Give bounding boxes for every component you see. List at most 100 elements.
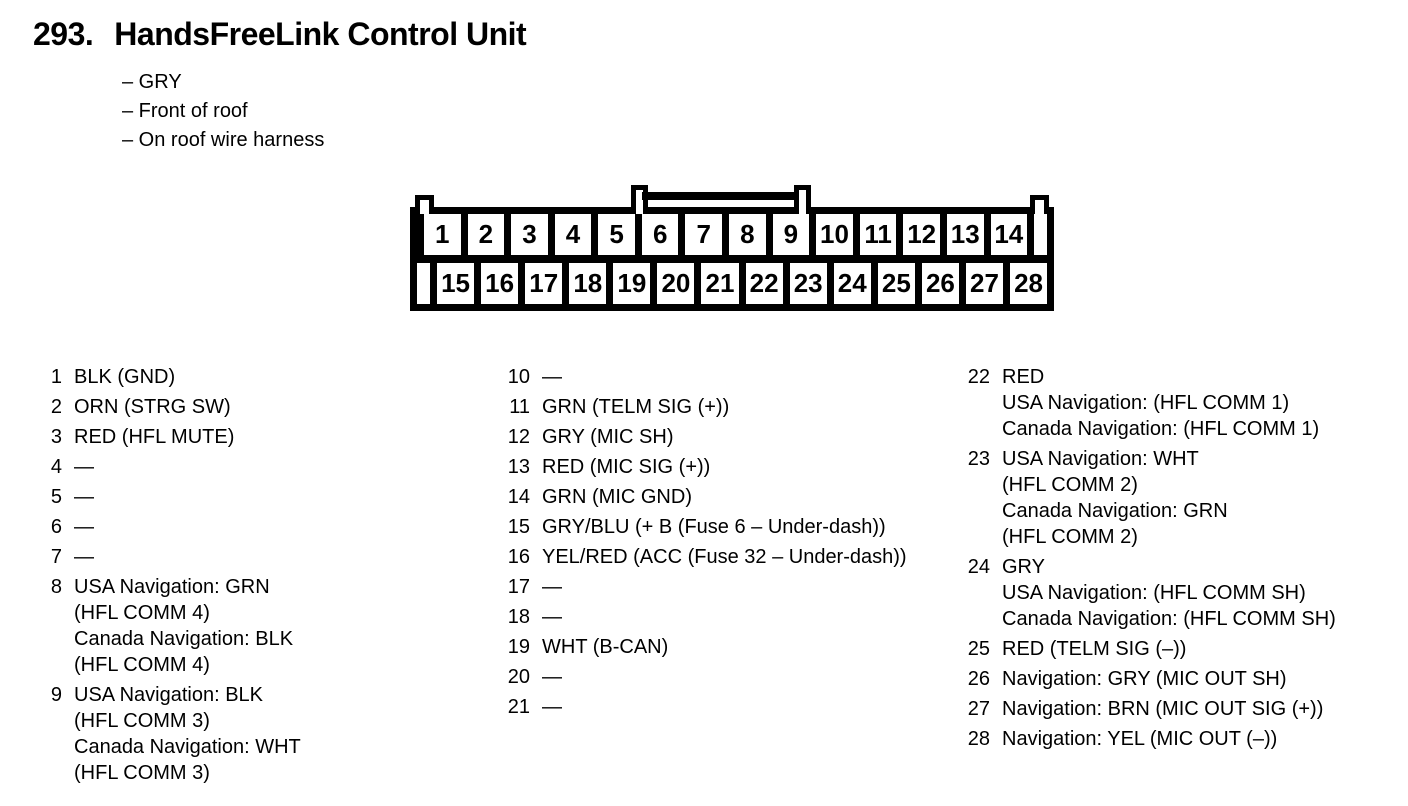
pin-number: 9 [50,684,62,706]
pin-entry-12: 12 GRY (MIC SH) [506,424,956,450]
pin-number: 3 [50,426,62,448]
pin-description-line: Canada Navigation: GRN [1002,500,1228,522]
pin-entry-6: 6— [48,514,488,540]
pin-description: — [74,544,94,570]
pin-entry-15: 15 GRY/BLU (+ B (Fuse 6 – Under-dash)) [506,514,956,540]
pin-description-line: — [542,606,562,628]
pin-description-line: Canada Navigation: (HFL COMM SH) [1002,608,1336,630]
pin-number: 12 [507,426,530,448]
connector-pin-25: 25 [877,263,915,304]
page-title: HandsFreeLink Control Unit [114,16,527,52]
pin-description-line: USA Navigation: (HFL COMM 1) [1002,392,1290,414]
pin-description-line: Canada Navigation: (HFL COMM 1) [1002,418,1320,440]
detail-location: – Front of roof [122,100,248,122]
connector-pin-2: 2 [467,214,505,255]
pin-description-line: Navigation: BRN (MIC OUT SIG (+)) [1002,698,1324,720]
pin-description: YEL/RED (ACC (Fuse 32 – Under-dash)) [542,544,907,570]
pin-description-line: BLK (GND) [74,366,176,388]
pin-entry-11: 11 GRN (TELM SIG (+)) [506,394,956,420]
pin-description: GRY/BLU (+ B (Fuse 6 – Under-dash)) [542,514,886,540]
pin-description-line: RED [1002,366,1045,388]
page-title-row: 293. HandsFreeLink Control Unit [33,16,527,53]
pin-number: 14 [507,486,530,508]
pin-entry-26: 26 Navigation: GRY (MIC OUT SH) [966,666,1406,692]
connector-pin-8: 8 [729,214,766,255]
pin-description: — [74,454,94,480]
pin-description: RED (MIC SIG (+)) [542,454,710,480]
latch-bar [642,192,800,200]
connector-pin-12: 12 [903,214,940,255]
connector-pin-6: 6 [641,214,679,255]
pin-number: 23 [967,448,990,470]
pin-description-line: — [542,666,562,688]
connector-notch-left [415,195,434,214]
pin-description: BLK (GND) [74,364,175,390]
pin-number: 18 [507,606,530,628]
pin-entry-9: 9 USA Navigation: BLK(HFL COMM 3)Canada N… [48,682,488,786]
pin-description-line: Canada Navigation: BLK [74,628,294,650]
pin-entry-18: 18 — [506,604,956,630]
pin-description-line: (HFL COMM 4) [74,654,210,676]
pin-description: GRN (TELM SIG (+)) [542,394,729,420]
pin-number: 10 [507,366,530,388]
pin-number: 15 [507,516,530,538]
detail-harness: – On roof wire harness [122,129,325,151]
connector-pin-7: 7 [685,214,723,255]
pin-description-line: ORN (STRG SW) [74,396,231,418]
connector-pin-28: 28 [1010,263,1048,304]
pin-number: 22 [967,366,990,388]
pin-number: 11 [509,396,530,418]
pin-number: 28 [967,728,990,750]
connector-pin-27: 27 [965,263,1004,304]
pin-description-line: — [74,516,94,538]
section-number: 293. [33,16,94,52]
pin-entry-5: 5— [48,484,488,510]
pin-description-line: USA Navigation: (HFL COMM SH) [1002,582,1306,604]
pin-description: GRY (MIC SH) [542,424,674,450]
pin-number: 5 [50,486,62,508]
pin-entry-10: 10 — [506,364,956,390]
pin-description: USA Navigation: BLK(HFL COMM 3)Canada Na… [74,682,301,786]
pin-number: 19 [507,636,530,658]
connector-pin-24: 24 [833,263,871,304]
pin-description-line: — [74,546,94,568]
latch-post-right [794,185,811,214]
pin-entry-3: 3 RED (HFL MUTE) [48,424,488,450]
pin-entry-4: 4— [48,454,488,480]
pin-number: 24 [967,556,990,578]
pin-entry-27: 27 Navigation: BRN (MIC OUT SIG (+)) [966,696,1406,722]
pin-description-line: (HFL COMM 3) [74,762,210,784]
pin-description: Navigation: GRY (MIC OUT SH) [1002,666,1287,692]
pin-description-line: (HFL COMM 2) [1002,526,1138,548]
connector-pin-10: 10 [816,214,853,255]
pin-description-line: Navigation: GRY (MIC OUT SH) [1002,668,1287,690]
pin-description-line: RED (TELM SIG (–)) [1002,638,1187,660]
pin-description: — [542,574,562,600]
connector-pin-14: 14 [990,214,1028,255]
connector-pin-3: 3 [511,214,548,255]
pin-description-line: GRY/BLU (+ B (Fuse 6 – Under-dash)) [542,516,886,538]
pin-number: 7 [50,546,62,568]
pin-description: RED (HFL MUTE) [74,424,234,450]
pin-number: 17 [507,576,530,598]
connector-pin-1: 1 [424,214,461,255]
connector-pin-15: 15 [437,263,475,304]
pin-number: 27 [967,698,990,720]
connector-pin-9: 9 [772,214,810,255]
pin-description-line: — [542,366,562,388]
detail-connector-color: – GRY [122,71,182,93]
pin-entry-21: 21— [506,694,956,720]
pin-number: 8 [50,576,62,598]
pin-entry-20: 20— [506,664,956,690]
pin-number: 26 [967,668,990,690]
pin-description-line: RED (HFL MUTE) [74,426,235,448]
pin-description: — [542,604,562,630]
